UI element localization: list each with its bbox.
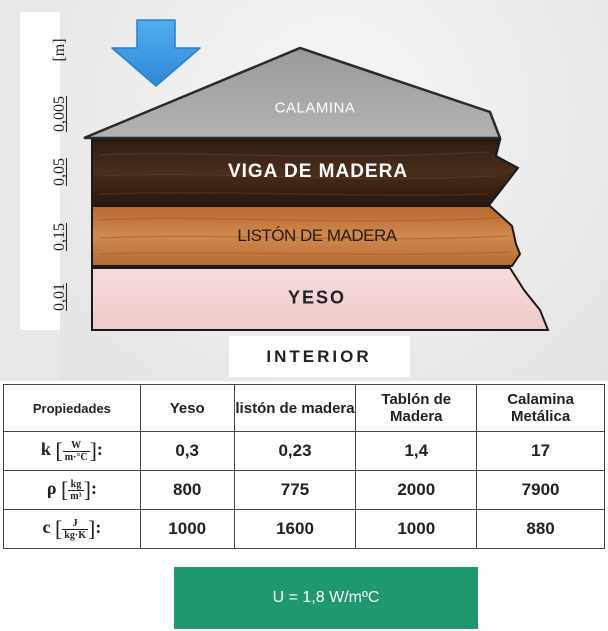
u-value-box bbox=[174, 567, 478, 629]
table-header-row: Propiedades Yeso listón de madera Tablón… bbox=[3, 384, 605, 432]
unit-numerator: W bbox=[62, 440, 90, 452]
unit-numerator: J bbox=[62, 518, 88, 530]
cell-value: 7900 bbox=[476, 470, 605, 510]
layer-yeso bbox=[91, 267, 550, 331]
layer-viga-de-madera bbox=[91, 139, 520, 205]
heat-flow-arrow-icon bbox=[111, 19, 201, 87]
unit-denominator: m·°C bbox=[64, 451, 88, 463]
cell-value: 775 bbox=[233, 470, 357, 510]
layer-label-yeso: YESO bbox=[287, 287, 347, 308]
layer-label-calamina: CALAMINA bbox=[274, 99, 356, 117]
u-value-text: U = 1,8 W/mºC bbox=[272, 589, 380, 606]
cell-value: 1,4 bbox=[355, 431, 478, 471]
cell-value: 1600 bbox=[233, 509, 357, 549]
header-liston: listón de madera bbox=[233, 384, 357, 432]
cell-value: 1000 bbox=[355, 509, 478, 549]
property-symbol: k bbox=[40, 439, 51, 460]
property-symbol: ρ bbox=[46, 478, 57, 499]
cell-value: 0,23 bbox=[233, 431, 357, 471]
header-yeso: Yeso bbox=[139, 384, 235, 432]
cell-value: 880 bbox=[476, 509, 605, 549]
cell-value: 2000 bbox=[355, 470, 478, 510]
scale-bar: [m] 0,005 0,05 0,15 0,01 bbox=[20, 12, 68, 330]
header-tablon: Tablón de Madera bbox=[355, 384, 478, 432]
layer-label-viga: VIGA DE MADERA bbox=[227, 161, 409, 182]
unit-denominator: m³ bbox=[70, 490, 82, 502]
interior-label: INTERIOR bbox=[266, 347, 372, 366]
cell-value: 800 bbox=[139, 470, 235, 510]
cell-value: 1000 bbox=[139, 509, 235, 549]
interior-label-box bbox=[229, 336, 410, 377]
cell-value: 0,3 bbox=[139, 431, 235, 471]
properties-table: Propiedades Yeso listón de madera Tablón… bbox=[3, 384, 605, 549]
house-cross-section bbox=[83, 19, 550, 331]
layer-label-liston: LISTÓN DE MADERA bbox=[237, 226, 397, 245]
unit-numerator: kg bbox=[68, 479, 84, 491]
header-calamina: Calamina Metálica bbox=[476, 384, 605, 432]
header-propiedades: Propiedades bbox=[3, 384, 141, 432]
unit-denominator: kg·K bbox=[64, 529, 86, 541]
layer-calamina bbox=[83, 46, 502, 140]
cell-value: 17 bbox=[476, 431, 605, 471]
property-symbol: c bbox=[42, 517, 51, 538]
